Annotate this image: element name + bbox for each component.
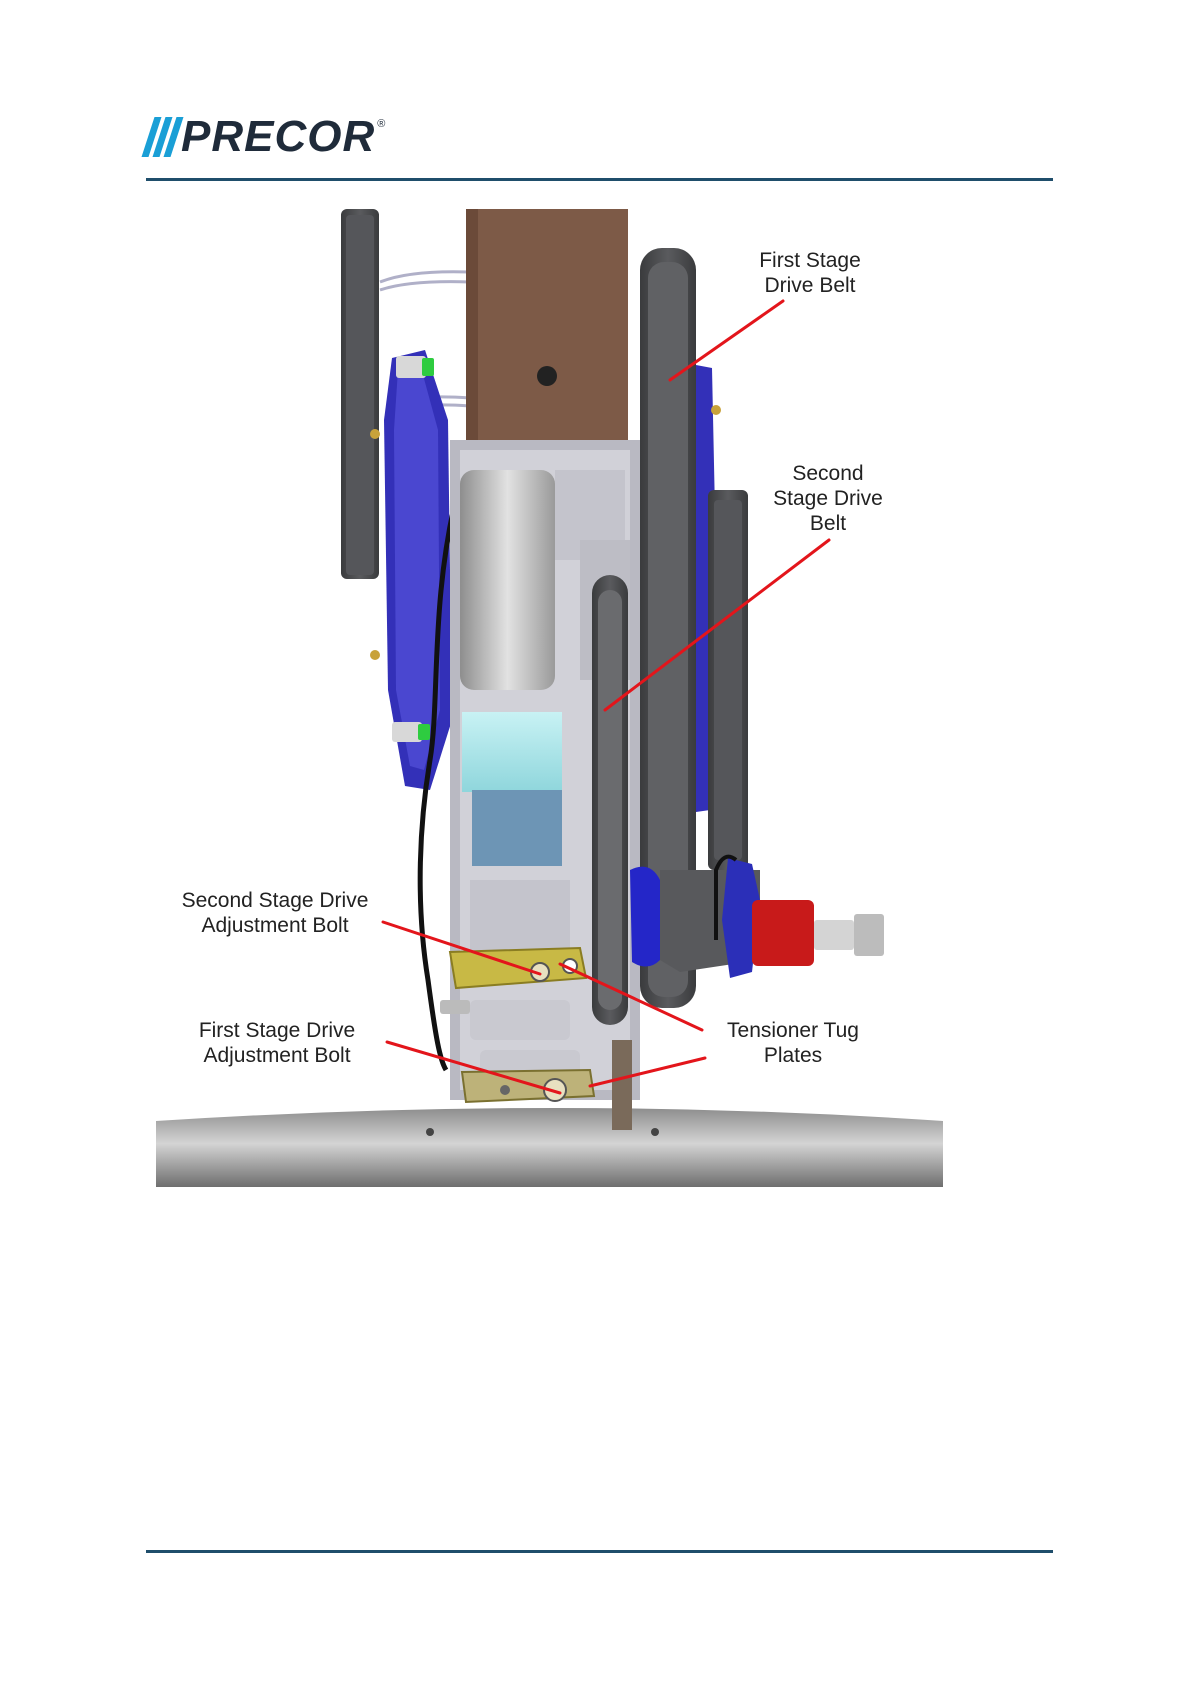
left-crank-arm: [341, 209, 379, 579]
callout-first-stage-drive-adjustment-bolt: First Stage Drive Adjustment Bolt: [172, 1018, 382, 1068]
second-stage-belt-art: [592, 575, 628, 1025]
brown-upright: [466, 209, 628, 459]
left-blue-flange: [370, 350, 452, 790]
base-crossbar: [156, 1108, 943, 1187]
tensioner-block: [462, 712, 562, 866]
footer-rule: [146, 1550, 1053, 1553]
callout-tensioner-tug-plates: Tensioner Tug Plates: [708, 1018, 878, 1068]
callout-second-stage-drive-adjustment-bolt: Second Stage Drive Adjustment Bolt: [160, 888, 390, 938]
red-connector: [716, 857, 884, 978]
callout-first-stage-drive-belt: First Stage Drive Belt: [720, 248, 900, 298]
callout-second-stage-drive-belt: Second Stage Drive Belt: [748, 461, 908, 536]
